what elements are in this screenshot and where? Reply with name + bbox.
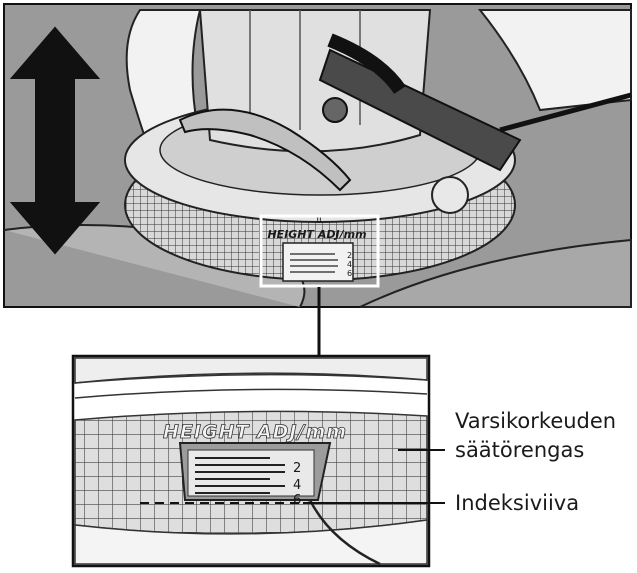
ring-callout-line2: säätörengas [455,438,584,462]
top-scale-window: 2 4 6 [282,242,354,282]
top-illustration: II 2 4 6 HEIGHT ADJ/mm [3,3,632,308]
hand-right [477,9,632,112]
detail-scale-number-2: 2 [293,461,301,476]
ring-callout-line1: Varsikorkeuden [455,409,616,433]
detail-scale-window: 2 4 6 [178,442,332,508]
top-scale-number-2: 2 [347,251,352,260]
top-index-mark: II [316,215,321,225]
index-callout-label: Indeksiviiva [455,491,579,515]
tonearm-collar [327,33,406,95]
plinth-edge [359,238,632,308]
callouts: Varsikorkeuden säätörengas Indeksiviiva [303,409,616,515]
top-ring-label: HEIGHT ADJ/mm [267,228,366,241]
arm-rest [178,108,352,192]
detail-ring-lower [74,519,428,565]
arm-clamp [431,176,469,214]
detail-ring-label: HEIGHT ADJ/mm [163,421,347,443]
highlight-frame [259,214,380,288]
detail-scale-number-4: 4 [293,478,301,493]
top-scale-number-6: 6 [347,269,352,278]
lift-knob [322,97,348,123]
detail-view: HEIGHT ADJ/mm 2 4 6 [71,354,431,568]
tonearm-tube [318,48,522,172]
screwdriver [499,92,632,133]
up-down-arrow-icon [9,26,101,255]
top-scale-number-4: 4 [347,260,352,269]
detail-scale-number-6: 6 [293,493,301,508]
